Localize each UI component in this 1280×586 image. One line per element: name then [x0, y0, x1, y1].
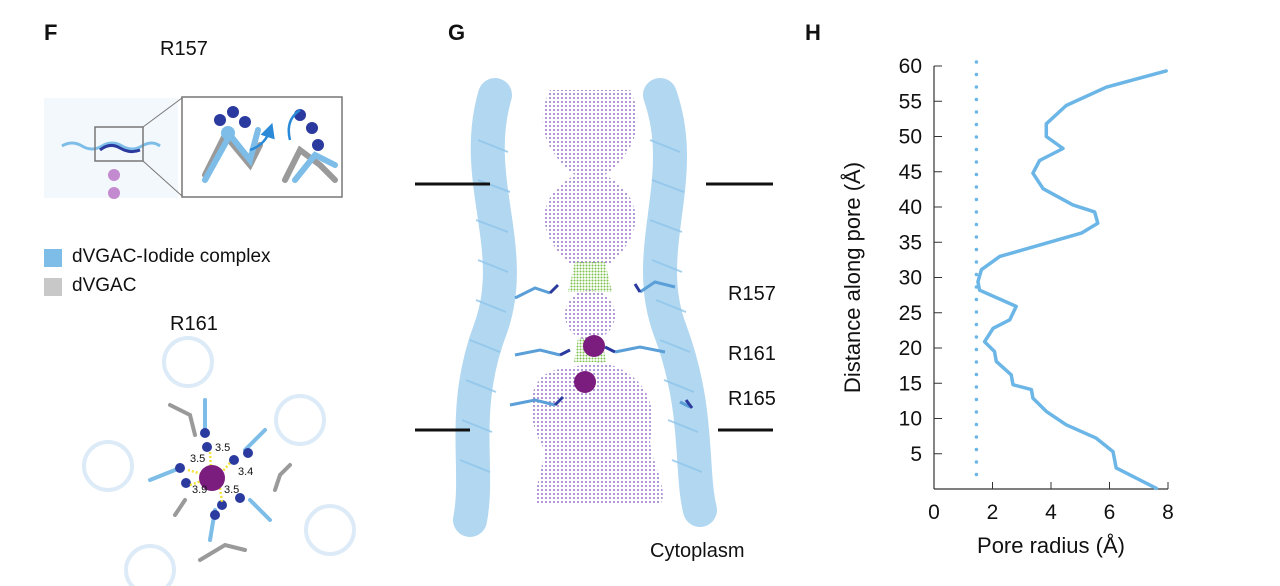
iodide-ion: [583, 335, 605, 357]
cytoplasm-label: Cytoplasm: [650, 540, 745, 562]
distance-label: 3.9: [192, 484, 208, 496]
pore-middle: [565, 290, 615, 340]
y-tick-label: 45: [899, 161, 922, 184]
membrane-boundary-lines: [415, 182, 773, 432]
distance-label: 3.4: [238, 466, 254, 478]
x-axis-label: Pore radius (Å): [977, 533, 1125, 558]
right-helix: [643, 78, 717, 527]
y-tick-label: 10: [899, 408, 922, 431]
x-tick-label: 6: [1104, 501, 1116, 524]
pore-constriction: [568, 262, 612, 292]
panel-h-letter: H: [805, 20, 821, 45]
ion-icon: [108, 187, 120, 199]
channel-structure: [415, 78, 773, 537]
distance-label: 3.5: [215, 442, 231, 454]
x-tick-label: 8: [1162, 501, 1174, 524]
x-tick-label: 2: [987, 501, 999, 524]
residue-label-r165: R165: [728, 388, 776, 410]
iodide-ion: [199, 465, 225, 491]
r161-cluster: [82, 336, 356, 586]
x-tick-label: 4: [1045, 501, 1057, 524]
pore-radius-curve: [976, 69, 1168, 491]
panel-g-letter: G: [448, 20, 466, 45]
y-tick-label: 30: [899, 267, 922, 290]
panel-f-bottom-title: R161: [170, 313, 218, 335]
y-tick-label: 50: [899, 126, 922, 149]
pore-upper: [542, 90, 638, 265]
pore-lower: [531, 362, 663, 505]
ion-icon: [108, 169, 120, 181]
y-tick-label: 25: [899, 302, 922, 325]
left-helix: [453, 78, 517, 537]
distance-label: 3.5: [190, 453, 206, 465]
y-tick-label: 60: [899, 55, 922, 78]
y-tick-label: 40: [899, 196, 922, 219]
residue-label-r157: R157: [728, 283, 776, 305]
zoom-box: [94, 126, 144, 162]
y-tick-label: 20: [899, 337, 922, 360]
inset-zoom: [181, 96, 343, 198]
legend-swatch-complex: [44, 249, 62, 267]
residue-label-r161: R161: [728, 343, 776, 365]
legend-label-apo: dVGAC: [72, 275, 137, 296]
legend-swatch-apo: [44, 278, 62, 296]
y-tick-label: 35: [899, 231, 922, 254]
y-axis-label: Distance along pore (Å): [840, 162, 865, 393]
iodide-ion: [574, 371, 596, 393]
distance-label: 3.5: [224, 484, 240, 496]
legend-label-complex: dVGAC-Iodide complex: [72, 246, 271, 267]
overview-structure: [44, 97, 183, 199]
y-tick-label: 15: [899, 372, 922, 395]
panel-f-top-title: R157: [160, 38, 208, 60]
panel-f-letter: F: [44, 20, 58, 45]
x-tick-label: 0: [928, 501, 940, 524]
y-tick-label: 55: [899, 90, 922, 113]
y-tick-label: 5: [910, 443, 922, 466]
